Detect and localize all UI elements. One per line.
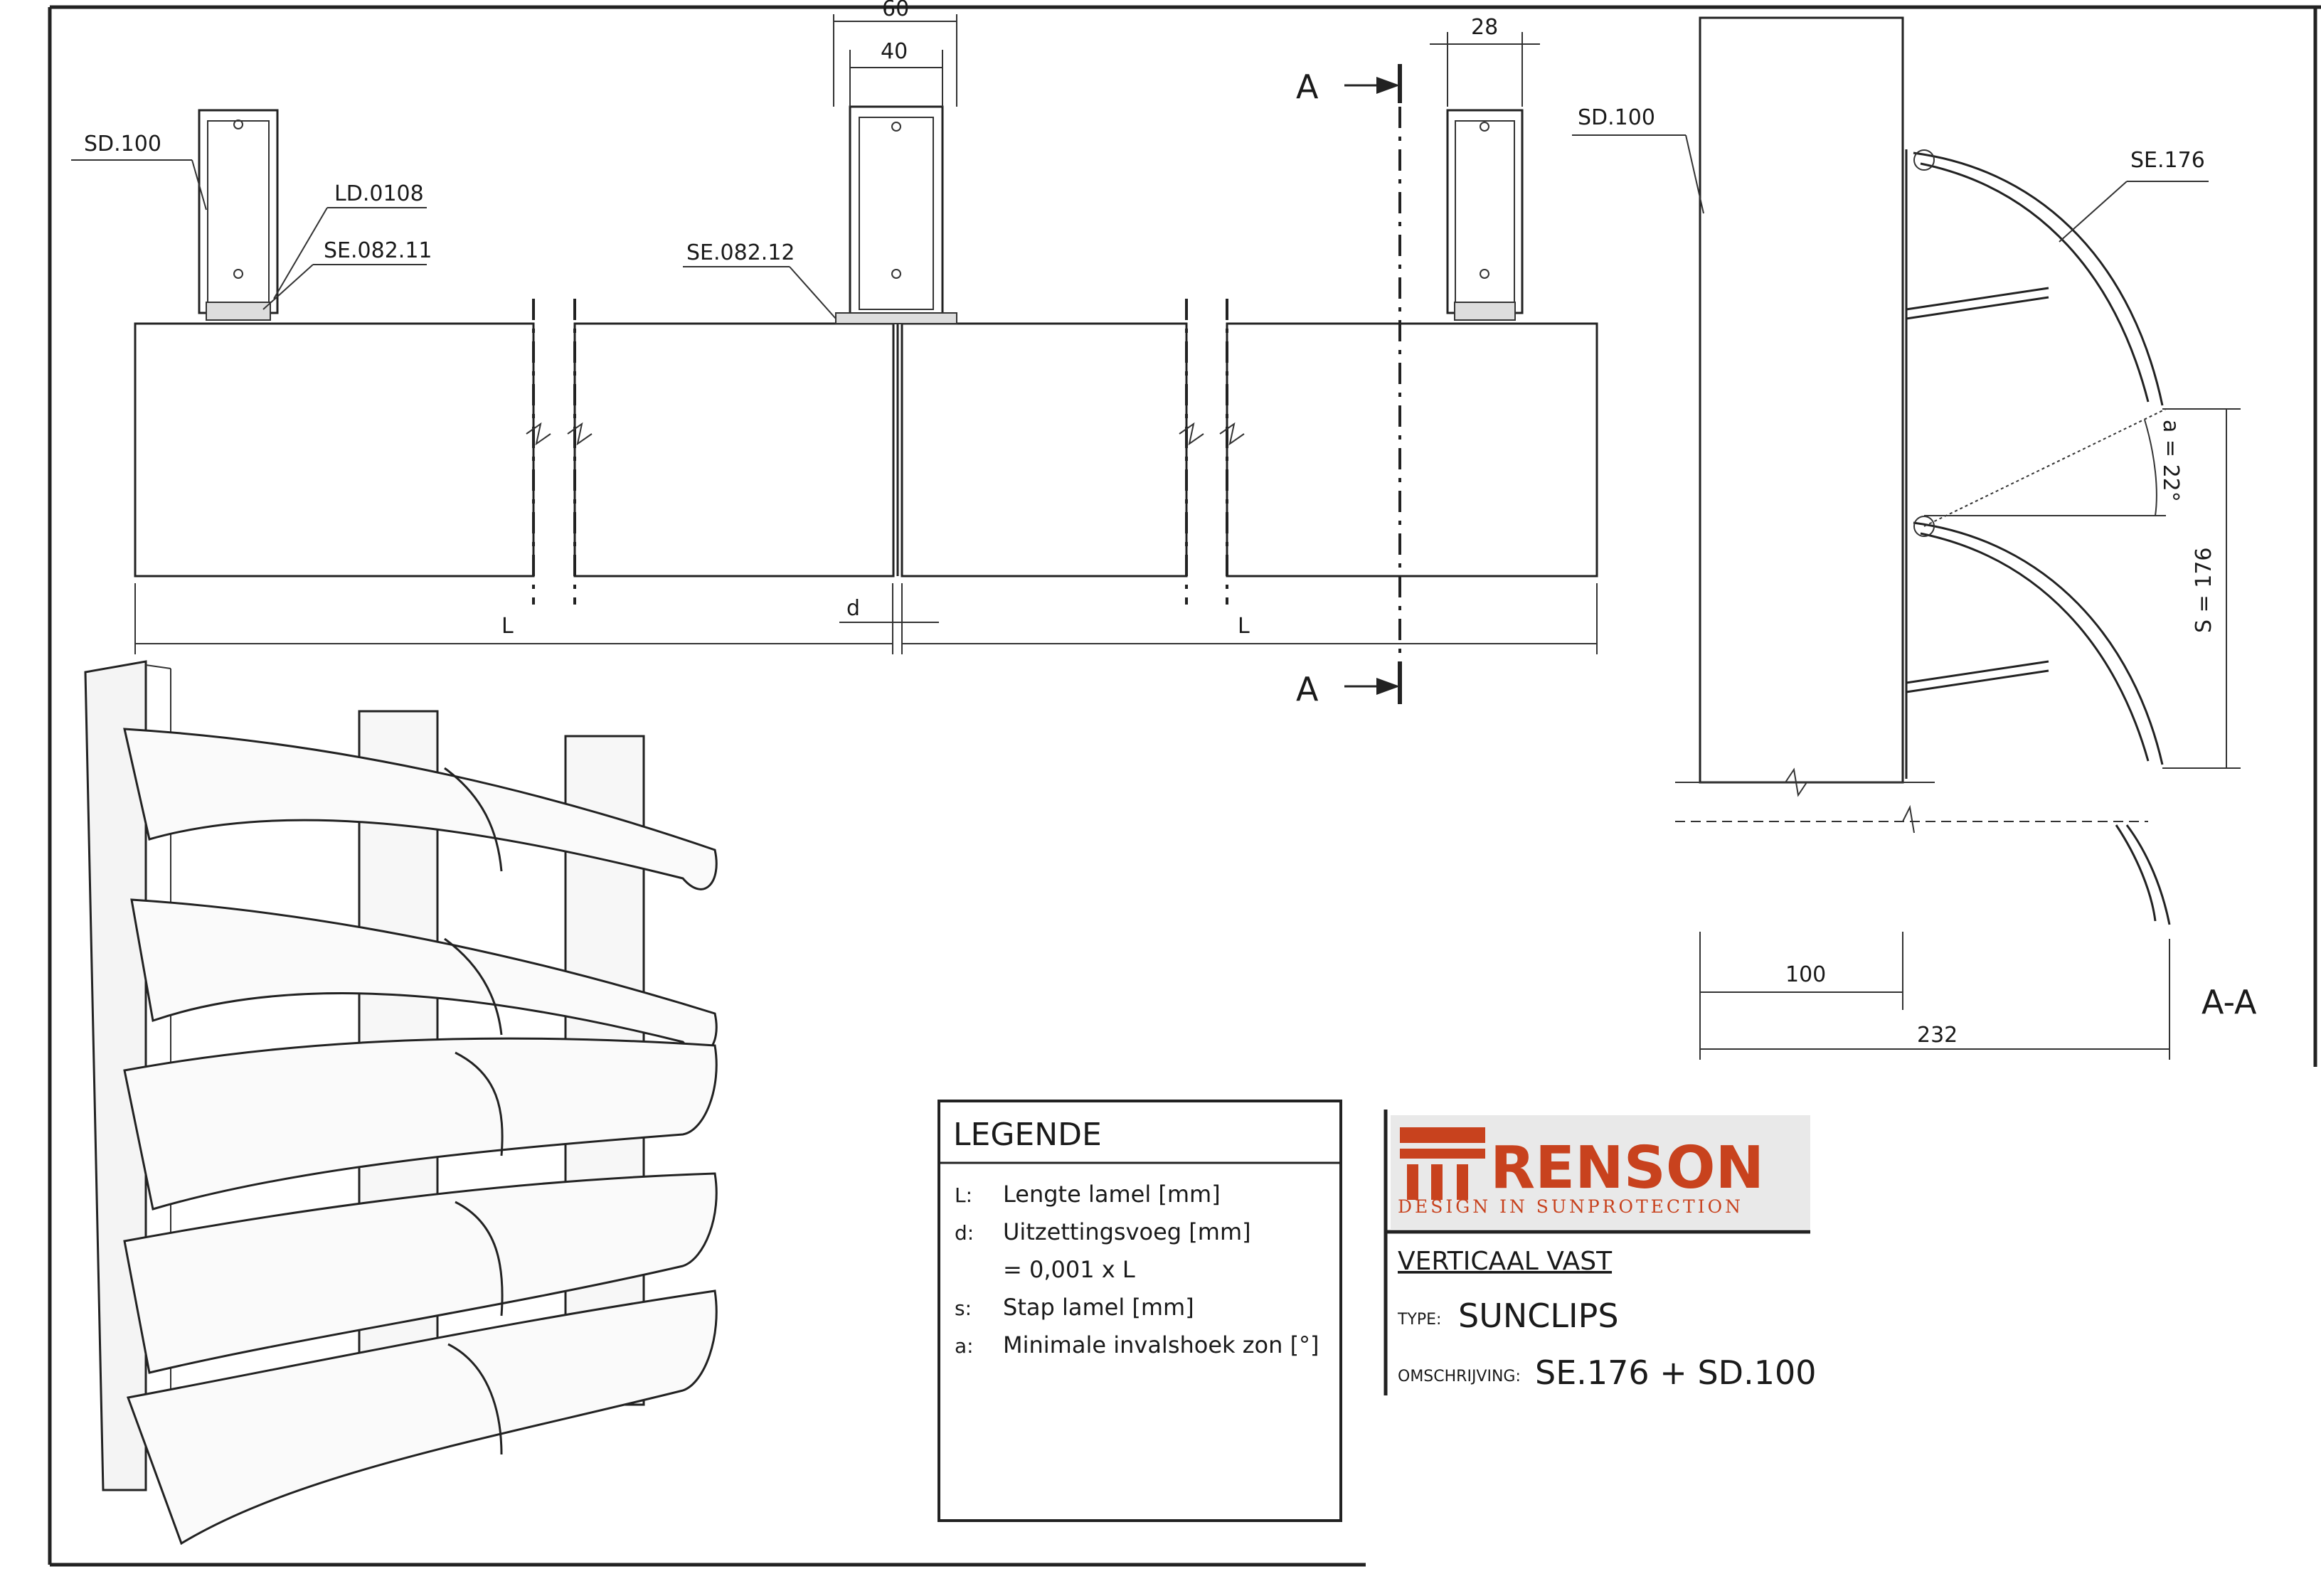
legend-row: = 0,001 x L — [1003, 1256, 1135, 1283]
description-value: SE.176 + SD.100 — [1535, 1353, 1817, 1392]
section-marker-bottom: A — [1296, 670, 1319, 708]
svg-text:Stap lamel [mm]: Stap lamel [mm] — [1003, 1294, 1194, 1321]
svg-text:d:: d: — [955, 1221, 974, 1245]
legend-row: a: Minimale invalshoek zon [°] — [955, 1331, 1319, 1358]
type-value: SUNCLIPS — [1458, 1297, 1619, 1335]
dim-100: 100 — [1785, 962, 1826, 987]
section-marker-top: A — [1296, 68, 1319, 106]
dim-step: S = 176 — [2192, 547, 2216, 633]
svg-text:a:: a: — [955, 1334, 974, 1358]
renson-logo-icon — [1400, 1127, 1485, 1200]
dim-L-right: L — [1238, 614, 1250, 639]
brand-name: RENSON — [1490, 1134, 1764, 1202]
dim-40: 40 — [881, 39, 908, 64]
legend-row: L: Lengte lamel [mm] — [955, 1181, 1221, 1208]
dim-L-left: L — [501, 614, 514, 639]
dim-d: d — [846, 596, 860, 621]
profile-sd100-right — [1446, 109, 1524, 321]
isometric-view — [84, 660, 718, 1546]
dim-28: 28 — [1471, 15, 1498, 40]
lamel-slats — [123, 728, 718, 1546]
brand-tagline: DESIGN IN SUNPROTECTION — [1398, 1196, 1743, 1217]
legend-title: LEGENDE — [953, 1117, 1102, 1153]
svg-text:s:: s: — [955, 1297, 972, 1320]
section-view-aa: a = 22° S = 176 100 232 SD.100 SE.176 A-… — [1572, 16, 2257, 1060]
label-se08212: SE.082.12 — [686, 240, 795, 265]
svg-text:Lengte lamel [mm]: Lengte lamel [mm] — [1003, 1181, 1221, 1208]
label-sd100-left: SD.100 — [84, 132, 161, 156]
label-se176: SE.176 — [2130, 148, 2205, 173]
label-ld0108: LD.0108 — [334, 181, 424, 206]
legend-box: LEGENDE L: Lengte lamel [mm] d: Uitzetti… — [938, 1100, 1342, 1522]
svg-text:= 0,001 x L: = 0,001 x L — [1003, 1256, 1135, 1283]
svg-text:Uitzettingsvoeg [mm]: Uitzettingsvoeg [mm] — [1003, 1218, 1251, 1245]
label-sd100-right: SD.100 — [1578, 105, 1655, 130]
svg-text:Minimale invalshoek zon [°]: Minimale invalshoek zon [°] — [1003, 1331, 1319, 1358]
label-se08211: SE.082.11 — [324, 238, 432, 263]
front-elevation: 60 40 28 SD.100 LD.0108 SE.082.11 SE.082… — [71, 0, 1598, 708]
type-label: TYPE: — [1397, 1311, 1441, 1329]
legend-row: s: Stap lamel [mm] — [955, 1294, 1194, 1321]
dim-angle: a = 22° — [2158, 420, 2183, 502]
dim-60: 60 — [882, 0, 909, 21]
description-label: OMSCHRIJVING: — [1398, 1368, 1521, 1385]
drawing-heading: VERTICAAL VAST — [1398, 1247, 1613, 1276]
profile-sd100-left — [198, 109, 279, 321]
title-block: RENSON DESIGN IN SUNPROTECTION VERTICAAL… — [1383, 1110, 1817, 1395]
dim-232: 232 — [1917, 1023, 1958, 1048]
svg-text:L:: L: — [955, 1183, 972, 1207]
section-title: A-A — [2202, 983, 2257, 1021]
legend-row: d: Uitzettingsvoeg [mm] — [955, 1218, 1251, 1245]
profile-sd100-middle — [835, 105, 957, 576]
drawing-frame — [48, 5, 2321, 1567]
